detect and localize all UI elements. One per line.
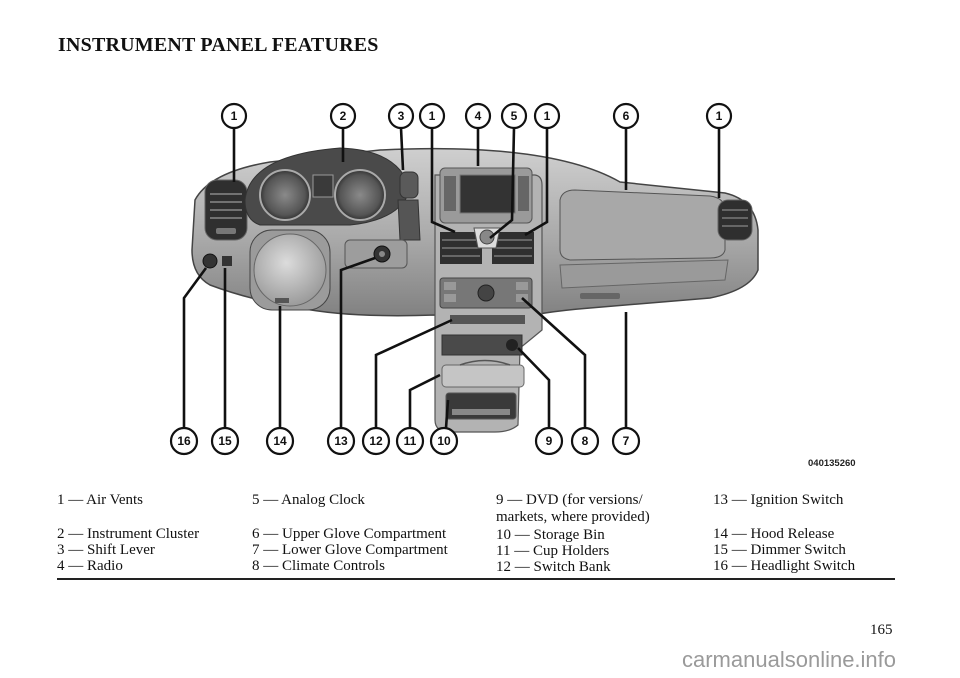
svg-text:5: 5 xyxy=(511,109,518,123)
legend-item: 4 — Radio xyxy=(57,558,123,574)
svg-text:6: 6 xyxy=(623,109,630,123)
storage-bin xyxy=(445,392,517,420)
callout-1-left-vent: 1 xyxy=(220,102,248,130)
svg-text:10: 10 xyxy=(437,434,451,448)
instrument-panel-diagram: 1 2 3 1 4 5 1 6 1 16 15 14 13 12 11 10 9… xyxy=(169,102,759,456)
figure-code: 040135260 xyxy=(808,458,856,469)
legend-item: 15 — Dimmer Switch xyxy=(713,542,846,558)
svg-text:1: 1 xyxy=(544,109,551,123)
center-vents xyxy=(440,232,534,264)
svg-text:11: 11 xyxy=(404,434,417,448)
page-number: 165 xyxy=(870,622,893,638)
callout-5: 5 xyxy=(500,102,528,130)
legend-column-4: 13 — Ignition Switch 14 — Hood Release 1… xyxy=(713,492,855,574)
callout-12: 12 xyxy=(361,426,391,456)
callout-7: 7 xyxy=(611,426,641,456)
callout-1-center-left-vent: 1 xyxy=(418,102,446,130)
dvd-unit xyxy=(441,334,523,356)
svg-text:1: 1 xyxy=(429,109,436,123)
ignition-switch xyxy=(344,239,408,269)
svg-text:1: 1 xyxy=(231,109,238,123)
legend-item: 7 — Lower Glove Compartment xyxy=(252,542,448,558)
callout-16: 16 xyxy=(169,426,199,456)
callout-14: 14 xyxy=(265,426,295,456)
legend-item: 11 — Cup Holders xyxy=(496,543,610,559)
leader-lines xyxy=(182,127,721,429)
svg-text:13: 13 xyxy=(334,434,348,448)
instrument-cluster xyxy=(244,147,411,226)
legend-item: 16 — Headlight Switch xyxy=(713,558,856,574)
svg-text:3: 3 xyxy=(398,109,405,123)
svg-text:1: 1 xyxy=(716,109,723,123)
legend-item: 12 — Switch Bank xyxy=(496,559,611,575)
air-vent-right xyxy=(717,199,753,241)
callout-6: 6 xyxy=(612,102,640,130)
air-vent-left xyxy=(204,179,248,241)
callout-2: 2 xyxy=(329,102,357,130)
switch-bank xyxy=(450,315,525,324)
legend-item: 13 — Ignition Switch xyxy=(713,492,844,508)
dimmer-switch xyxy=(222,256,232,266)
legend-column-1: 1 — Air Vents 2 — Instrument Cluster 3 —… xyxy=(57,492,199,574)
callout-1-right-vent: 1 xyxy=(705,102,733,130)
svg-text:4: 4 xyxy=(475,109,482,123)
headlight-switch xyxy=(202,253,218,269)
legend-divider xyxy=(57,578,895,580)
legend-item: 8 — Climate Controls xyxy=(252,558,385,574)
svg-text:12: 12 xyxy=(369,434,383,448)
callout-10: 10 xyxy=(429,426,459,456)
legend-item-continuation: markets, where provided) xyxy=(496,509,650,525)
callout-13: 13 xyxy=(326,426,356,456)
radio-unit xyxy=(439,167,533,224)
legend-column-2: 5 — Analog Clock 6 — Upper Glove Compart… xyxy=(252,492,448,574)
svg-text:8: 8 xyxy=(582,434,589,448)
callout-8: 8 xyxy=(570,426,600,456)
legend-item: 10 — Storage Bin xyxy=(496,527,605,543)
climate-controls xyxy=(439,277,533,309)
lower-glove-compartment xyxy=(559,259,729,299)
svg-text:7: 7 xyxy=(623,434,630,448)
legend-item: 6 — Upper Glove Compartment xyxy=(252,526,447,542)
legend-column-3: 9 — DVD (for versions/ markets, where pr… xyxy=(496,492,650,575)
cup-holders xyxy=(441,359,525,388)
legend-item: 3 — Shift Lever xyxy=(57,542,155,558)
steering-wheel-hub xyxy=(249,229,331,311)
svg-text:14: 14 xyxy=(273,434,287,448)
legend-item: 9 — DVD (for versions/ xyxy=(496,492,643,508)
svg-text:2: 2 xyxy=(340,109,347,123)
watermark: carmanualsonline.info xyxy=(682,647,897,672)
svg-text:15: 15 xyxy=(218,434,232,448)
legend-item: 1 — Air Vents xyxy=(57,492,143,508)
callout-11: 11 xyxy=(395,426,425,456)
callout-4: 4 xyxy=(464,102,492,130)
callout-3: 3 xyxy=(387,102,415,130)
callout-9: 9 xyxy=(534,426,564,456)
svg-text:16: 16 xyxy=(177,434,191,448)
page-title: INSTRUMENT PANEL FEATURES xyxy=(58,34,379,56)
svg-text:9: 9 xyxy=(546,434,553,448)
legend-item: 14 — Hood Release xyxy=(713,526,835,542)
callout-15: 15 xyxy=(210,426,240,456)
callout-1-center-right-vent: 1 xyxy=(533,102,561,130)
legend-item: 2 — Instrument Cluster xyxy=(57,526,200,542)
upper-glove-compartment xyxy=(559,189,726,261)
legend-item: 5 — Analog Clock xyxy=(252,492,365,508)
analog-clock xyxy=(473,227,501,249)
shift-lever xyxy=(397,171,421,241)
hood-release xyxy=(275,298,289,303)
